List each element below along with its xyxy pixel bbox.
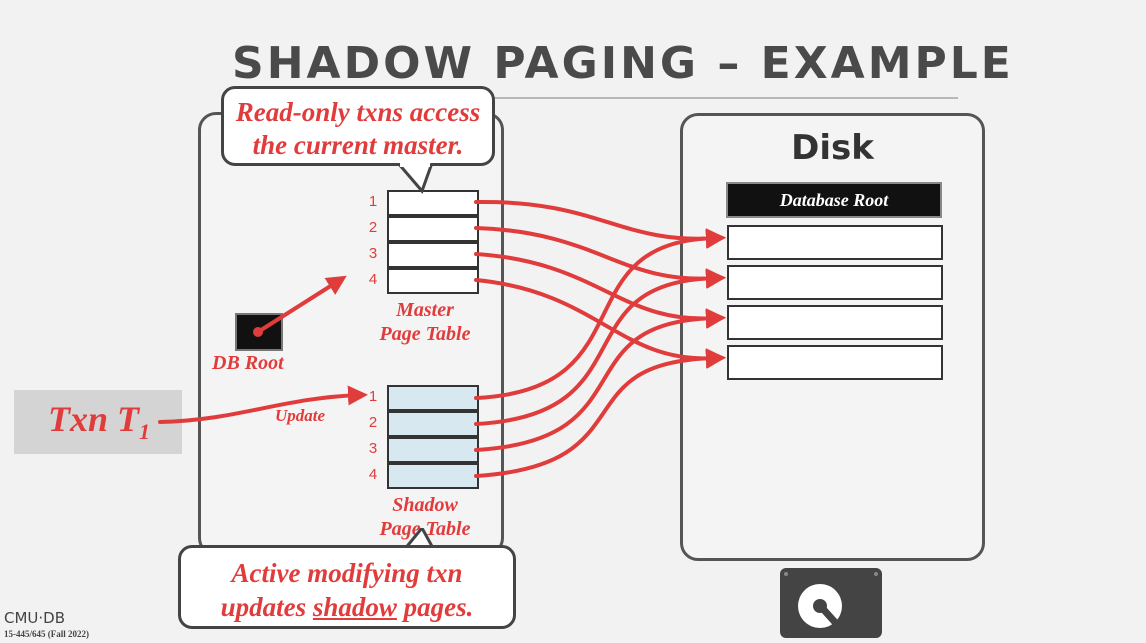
title-underline (232, 97, 958, 99)
txn-subscript: 1 (139, 419, 151, 445)
disk-page (727, 265, 943, 300)
bottom-callout-underlined: shadow (312, 592, 397, 622)
update-label: Update (275, 406, 326, 425)
master-row-number: 2 (368, 219, 378, 236)
db-root-label: DB Root (212, 352, 284, 374)
disk-page (727, 305, 943, 340)
master-label-line1: Master (396, 299, 454, 321)
cmu-db-logo: CMU·DB (4, 609, 66, 627)
master-pointer-arrow (474, 199, 726, 249)
txn-label: Txn T1 (48, 398, 150, 445)
master-label-line2: Page Table (379, 323, 471, 345)
master-pointer-arrow (474, 252, 726, 329)
shadow-pointer-arrow (474, 348, 726, 478)
master-table-label: Master Page Table (360, 298, 490, 346)
shadow-pointer-arrow (474, 268, 726, 426)
slide-title: SHADOW PAGING – EXAMPLE (232, 38, 1014, 89)
master-page-entry (387, 216, 479, 242)
shadow-row-number: 3 (368, 440, 378, 457)
db-root-arrow (256, 275, 347, 334)
top-callout-line1: Read-only txns access (235, 97, 481, 127)
master-page-entry (387, 242, 479, 268)
bottom-callout-post: pages. (396, 592, 474, 622)
update-arrow (158, 385, 368, 424)
hard-drive-icon (780, 568, 882, 638)
shadow-label-line2: Page Table (379, 518, 471, 540)
master-page-entry (387, 190, 479, 216)
master-row-number: 3 (368, 245, 378, 262)
top-callout: Read-only txns access the current master… (221, 86, 495, 166)
db-root-dot (253, 327, 263, 337)
master-row-number: 1 (368, 193, 378, 210)
disk-page (727, 345, 943, 380)
database-root-label: Database Root (726, 182, 942, 218)
shadow-table-label: Shadow Page Table (360, 493, 490, 541)
bottom-callout-tail (402, 528, 436, 550)
bottom-callout-line2: updates shadow pages. (181, 590, 513, 624)
shadow-row-number: 2 (368, 414, 378, 431)
shadow-page-entry (387, 385, 479, 411)
master-pointer-arrow (474, 278, 726, 369)
shadow-label-line1: Shadow (392, 494, 458, 516)
shadow-row-number: 4 (368, 466, 378, 483)
shadow-pointer-arrow (474, 308, 726, 452)
bottom-callout-line1: Active modifying txn (231, 558, 463, 588)
txn-box (14, 390, 182, 454)
shadow-page-entry (387, 463, 479, 489)
bottom-callout: Active modifying txn updates shadow page… (178, 545, 516, 629)
master-pointer-arrow (474, 226, 726, 289)
top-callout-tail (396, 163, 434, 194)
shadow-page-entry (387, 411, 479, 437)
bottom-callout-pre: updates (220, 592, 313, 622)
master-row-number: 4 (368, 271, 378, 288)
top-callout-line2: the current master. (252, 130, 464, 160)
disk-page (727, 225, 943, 260)
shadow-row-number: 1 (368, 388, 378, 405)
shadow-pointer-arrow (474, 228, 726, 400)
course-label: 15-445/645 (Fall 2022) (4, 629, 89, 639)
shadow-page-entry (387, 437, 479, 463)
txn-label-text: Txn T (48, 399, 140, 439)
disk-title: Disk (791, 128, 874, 168)
